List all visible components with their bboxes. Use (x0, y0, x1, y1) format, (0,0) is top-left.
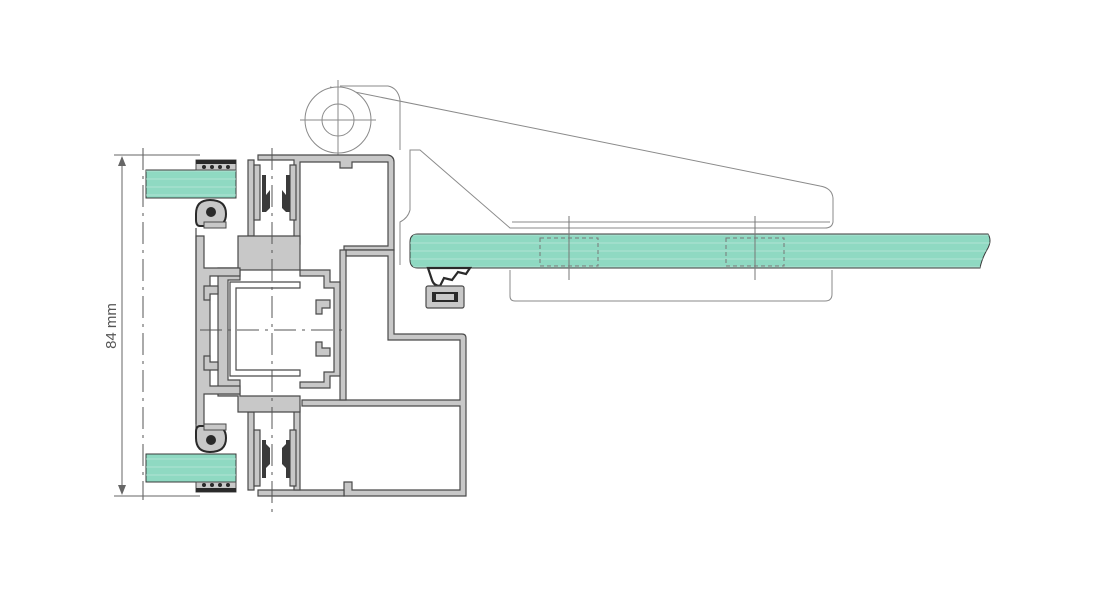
sash-profile (195, 235, 341, 431)
hinge-lower-plate (509, 270, 833, 302)
dimension-line (114, 154, 200, 497)
bulb-gasket-bottom (195, 423, 228, 454)
dimension-label: 84 mm (103, 303, 120, 349)
hinge-upper-plate (329, 85, 834, 265)
pivot-pin-icon (300, 80, 376, 160)
bulb-gasket-top (195, 198, 228, 229)
glass-pane-door (409, 233, 991, 269)
glazing-chambers (253, 164, 297, 487)
bolt-centerlines (568, 216, 756, 280)
glazing-seal-bottom (195, 481, 237, 493)
frame-profile (247, 154, 467, 497)
glass-pane-lower (145, 453, 237, 483)
glass-pane-upper (145, 169, 237, 199)
glazing-seal-top (195, 159, 237, 171)
inner-gaskets (262, 175, 290, 478)
glass-seal-gasket (425, 266, 473, 309)
centerlines (142, 148, 348, 512)
